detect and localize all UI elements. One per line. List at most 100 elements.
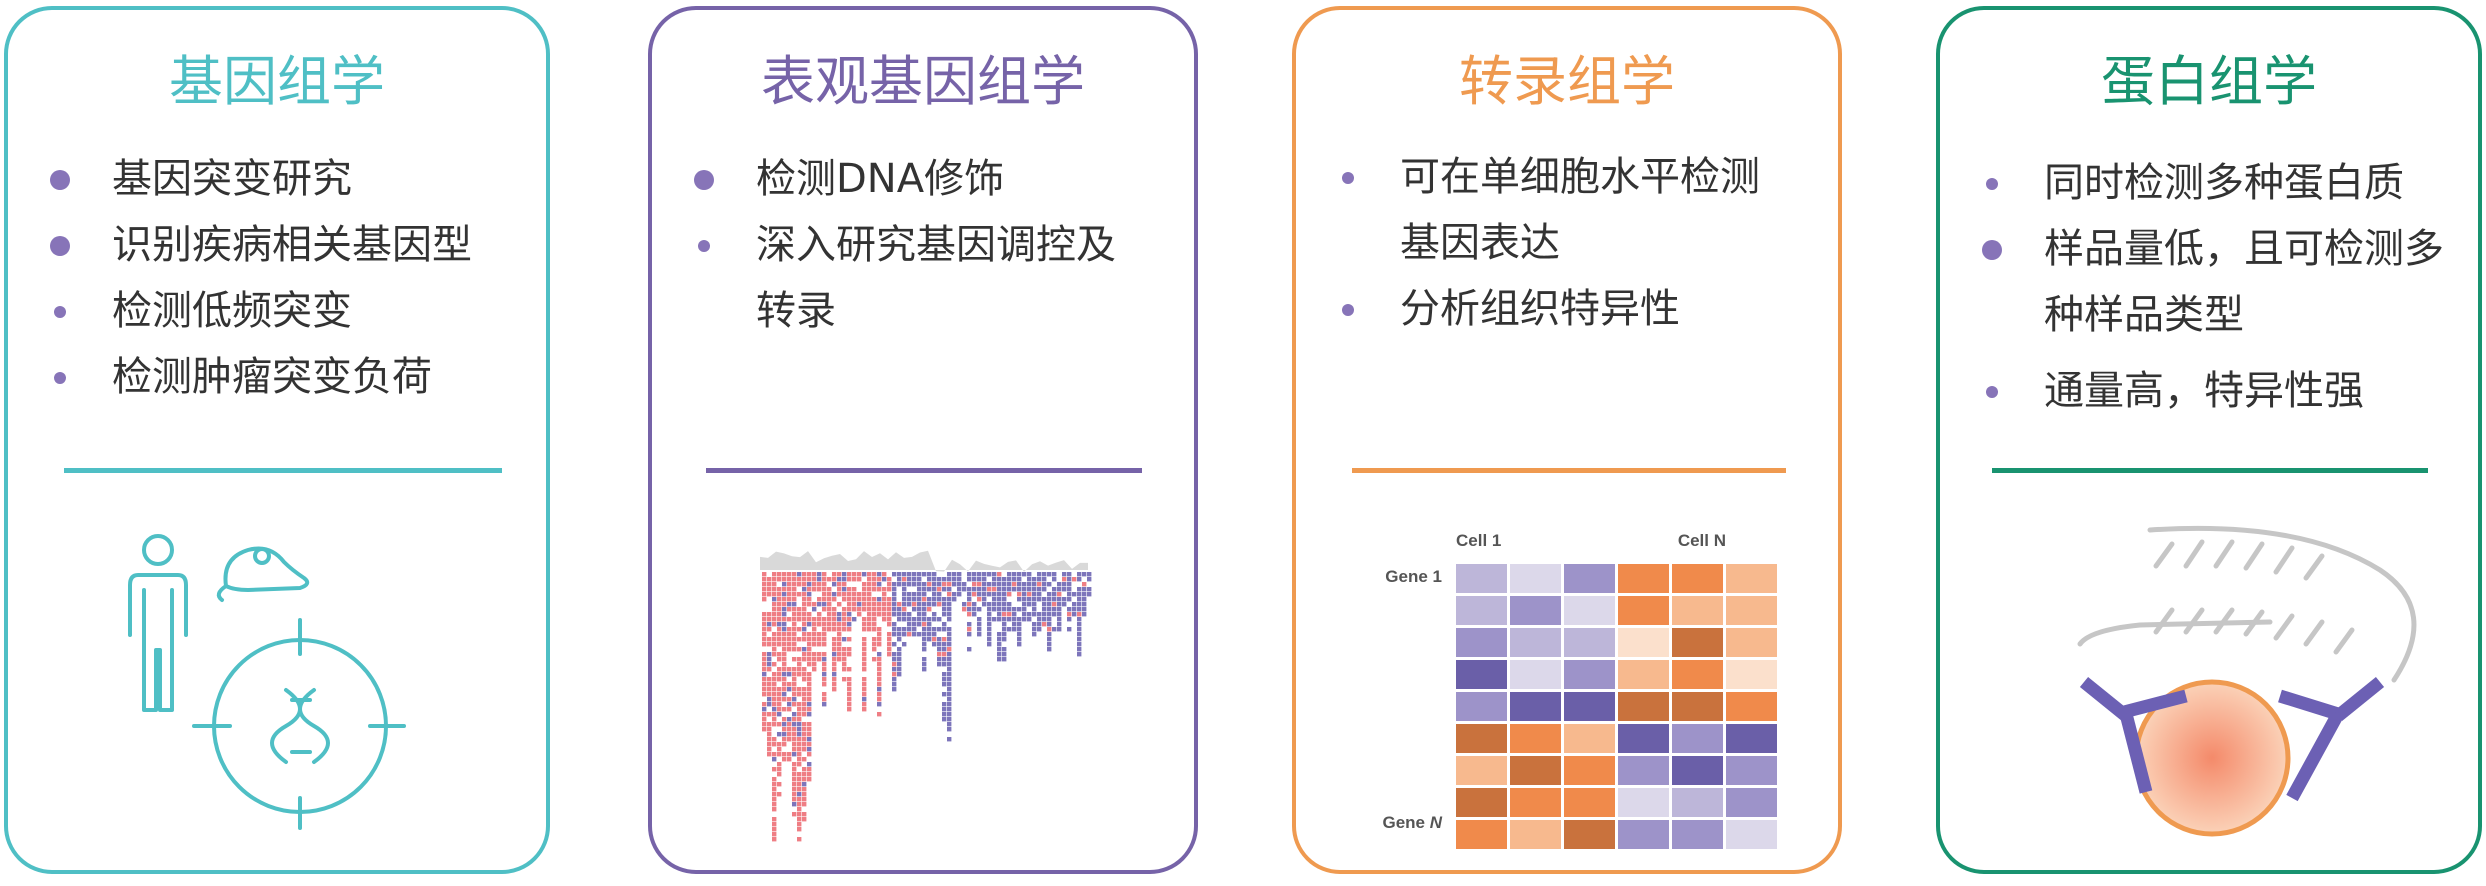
read-block	[922, 647, 927, 652]
read-block	[817, 617, 822, 622]
read-block	[832, 592, 837, 597]
read-block	[937, 642, 942, 647]
read-block	[802, 737, 807, 742]
read-block	[782, 607, 787, 612]
read-block	[977, 607, 982, 612]
read-block	[977, 587, 982, 592]
read-block	[972, 592, 977, 597]
read-block	[1032, 632, 1037, 637]
read-block	[802, 767, 807, 772]
item-text: 同时检测多种蛋白质	[2044, 160, 2404, 206]
read-block	[792, 797, 797, 802]
read-block	[812, 642, 817, 647]
read-block	[792, 747, 797, 752]
read-block	[1047, 617, 1052, 622]
list-item: 检测低频突变	[8, 278, 546, 344]
read-block	[797, 717, 802, 722]
heatmap-cell	[1510, 596, 1561, 625]
read-block	[807, 662, 812, 667]
read-block	[787, 702, 792, 707]
read-block	[1057, 602, 1062, 607]
read-block	[947, 637, 952, 642]
read-block	[782, 742, 787, 747]
read-block	[802, 782, 807, 787]
read-block	[1087, 592, 1092, 597]
read-block	[1002, 617, 1007, 622]
read-block	[937, 577, 942, 582]
read-block	[942, 647, 947, 652]
read-block	[762, 592, 767, 597]
read-block	[787, 607, 792, 612]
read-block	[1022, 617, 1027, 622]
read-block	[1007, 617, 1012, 622]
read-block	[847, 602, 852, 607]
heatmap-cell	[1456, 660, 1507, 689]
read-block	[1017, 582, 1022, 587]
heatmap-cell	[1564, 756, 1615, 785]
read-block	[772, 642, 777, 647]
read-block	[872, 577, 877, 582]
read-block	[1012, 587, 1017, 592]
read-block	[922, 662, 927, 667]
read-block	[937, 597, 942, 602]
read-block	[947, 652, 952, 657]
read-block	[1057, 597, 1062, 602]
read-block	[802, 732, 807, 737]
read-block	[782, 732, 787, 737]
read-block	[897, 637, 902, 642]
read-block	[937, 592, 942, 597]
read-block	[942, 597, 947, 602]
read-block	[802, 577, 807, 582]
read-block	[947, 647, 952, 652]
read-block	[832, 607, 837, 612]
read-block	[797, 662, 802, 667]
read-block	[822, 657, 827, 662]
read-block	[802, 677, 807, 682]
read-block	[772, 572, 777, 577]
mouse-icon	[216, 546, 310, 602]
read-block	[1037, 572, 1042, 577]
read-block	[977, 622, 982, 627]
read-block	[777, 592, 782, 597]
read-block	[877, 632, 882, 637]
read-block	[787, 617, 792, 622]
read-block	[1032, 577, 1037, 582]
read-block	[807, 777, 812, 782]
read-block	[1017, 642, 1022, 647]
read-block	[792, 762, 797, 767]
read-block	[797, 667, 802, 672]
read-block	[1067, 592, 1072, 597]
read-block	[777, 712, 782, 717]
read-block	[832, 642, 837, 647]
read-block	[787, 752, 792, 757]
heatmap-cell	[1618, 692, 1669, 721]
heatmap-cell	[1564, 564, 1615, 593]
read-block	[762, 672, 767, 677]
read-block	[1002, 652, 1007, 657]
read-block	[1022, 587, 1027, 592]
read-block	[852, 597, 857, 602]
read-block	[772, 697, 777, 702]
read-block	[932, 577, 937, 582]
read-block	[832, 657, 837, 662]
read-block	[1077, 637, 1082, 642]
read-block	[767, 722, 772, 727]
read-block	[897, 602, 902, 607]
read-block	[777, 637, 782, 642]
read-block	[1067, 587, 1072, 592]
read-block	[822, 617, 827, 622]
read-block	[952, 597, 957, 602]
read-block	[1017, 607, 1022, 612]
read-block	[992, 602, 997, 607]
read-block	[797, 637, 802, 642]
read-block	[762, 677, 767, 682]
read-block	[832, 682, 837, 687]
read-block	[937, 602, 942, 607]
read-block	[867, 582, 872, 587]
read-block	[1067, 597, 1072, 602]
read-block	[947, 687, 952, 692]
read-block	[777, 607, 782, 612]
read-block	[777, 597, 782, 602]
list-item: 识别疾病相关基因型	[8, 212, 546, 278]
read-block	[847, 617, 852, 622]
